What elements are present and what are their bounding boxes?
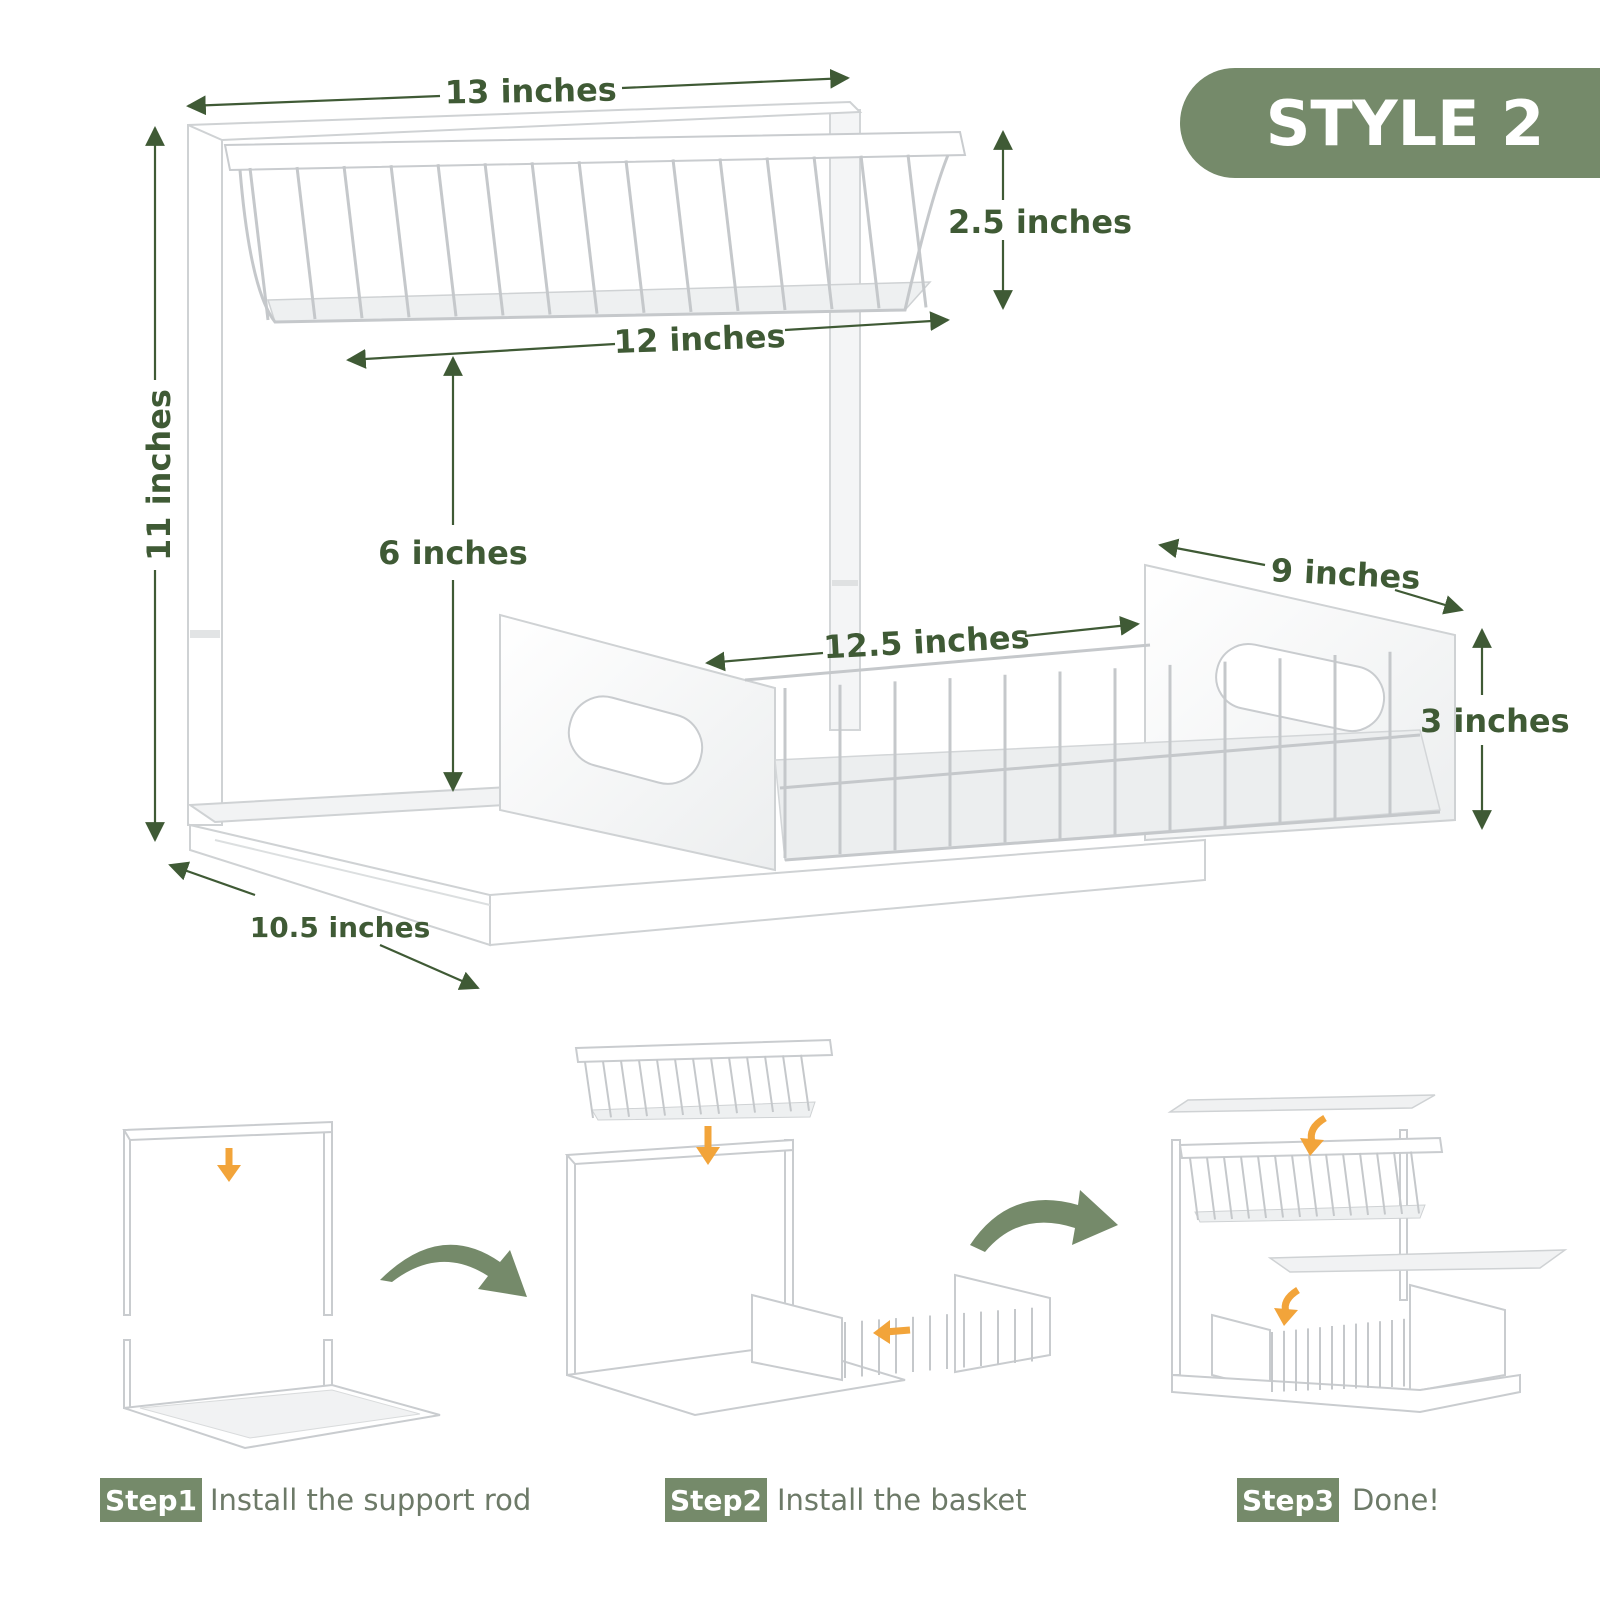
rack-illustration (186, 100, 1456, 947)
step2-text: Install the basket (777, 1483, 1027, 1517)
down-arrow-icon (1281, 1287, 1300, 1314)
basket-wire (389, 164, 411, 318)
step2-tag: Step2 (670, 1484, 762, 1517)
basket-wire (1223, 1156, 1233, 1220)
basket-wire (656, 1059, 666, 1116)
step-captions: Step1 Install the support rod Step2 Inst… (100, 1478, 1440, 1522)
dimension-labels: 13 inches 2.5 inches 12 inches 11 inches… (140, 71, 1570, 944)
basket-wire (1393, 1151, 1403, 1215)
basket-wire (1189, 1157, 1199, 1221)
basket-wire (342, 165, 364, 319)
basket-wire (906, 154, 928, 308)
basket-wire (620, 1060, 630, 1117)
basket-wire (530, 162, 552, 315)
step1-caption: Step1 Install the support rod (100, 1478, 531, 1522)
step1-tag: Step1 (105, 1484, 197, 1517)
basket-wire (782, 1055, 792, 1112)
upper-basket (223, 130, 967, 324)
step2-illustration (564, 1038, 1051, 1417)
lower-basket (499, 563, 1456, 872)
basket-wire (812, 156, 834, 310)
basket-wire (674, 1058, 684, 1116)
label-overall-width: 13 inches (445, 71, 618, 112)
basket-wire (1257, 1155, 1267, 1219)
basket-wire (1274, 1155, 1284, 1218)
step3-illustration (1167, 1094, 1568, 1414)
basket-wire (295, 166, 317, 320)
style-badge-label: STYLE 2 (1266, 87, 1544, 160)
basket-wire (1376, 1152, 1386, 1215)
basket-wire (859, 155, 881, 309)
basket-wire (1325, 1153, 1335, 1217)
step2-tag-bg (665, 1478, 767, 1522)
basket-wire (1342, 1153, 1352, 1216)
step3-caption: Step3 Done! (1237, 1478, 1440, 1522)
step2-caption: Step2 Install the basket (665, 1478, 1027, 1522)
label-tier-gap: 6 inches (378, 534, 528, 572)
basket-wire (692, 1058, 702, 1115)
basket-wire (602, 1061, 612, 1118)
basket-wire (1206, 1157, 1216, 1220)
basket-wire (718, 158, 740, 312)
step1-text: Install the support rod (210, 1483, 531, 1517)
basket-wire (624, 160, 646, 313)
basket-wire (638, 1060, 648, 1117)
label-lower-basket-depth: 9 inches (1270, 551, 1421, 597)
step3-tag-bg (1237, 1478, 1339, 1522)
label-lower-basket-height: 3 inches (1420, 702, 1570, 740)
label-overall-height: 11 inches (140, 389, 178, 561)
step3-text: Done! (1352, 1483, 1440, 1517)
label-base-depth: 10.5 inches (250, 911, 431, 944)
step1-illustration (122, 1120, 441, 1450)
curved-arrow-icon (380, 1244, 527, 1297)
basket-wire (1359, 1152, 1369, 1216)
step1-tag-bg (100, 1478, 202, 1522)
basket-wire (1410, 1151, 1420, 1214)
style-badge: STYLE 2 (1180, 68, 1600, 178)
step3-tag: Step3 (1242, 1484, 1334, 1517)
basket-wire (710, 1057, 720, 1114)
dimension-lines (145, 68, 1492, 990)
basket-wire (483, 163, 505, 316)
curved-arrow-icon (970, 1190, 1118, 1252)
basket-wire (248, 167, 270, 321)
basket-wire (800, 1054, 810, 1111)
basket-wire (436, 164, 458, 317)
basket-wire (1308, 1154, 1318, 1217)
basket-wire (1291, 1154, 1301, 1218)
basket-wire (765, 157, 787, 311)
basket-wire (584, 1061, 594, 1119)
basket-wire (746, 1056, 756, 1113)
label-upper-basket-height: 2.5 inches (948, 203, 1132, 241)
basket-wire (764, 1055, 774, 1113)
label-upper-basket-width: 12 inches (613, 317, 786, 361)
basket-wire (671, 159, 693, 313)
basket-wire (728, 1057, 738, 1114)
basket-wire (1240, 1156, 1250, 1219)
down-arrow-icon (1307, 1114, 1327, 1143)
basket-wire (577, 161, 599, 314)
